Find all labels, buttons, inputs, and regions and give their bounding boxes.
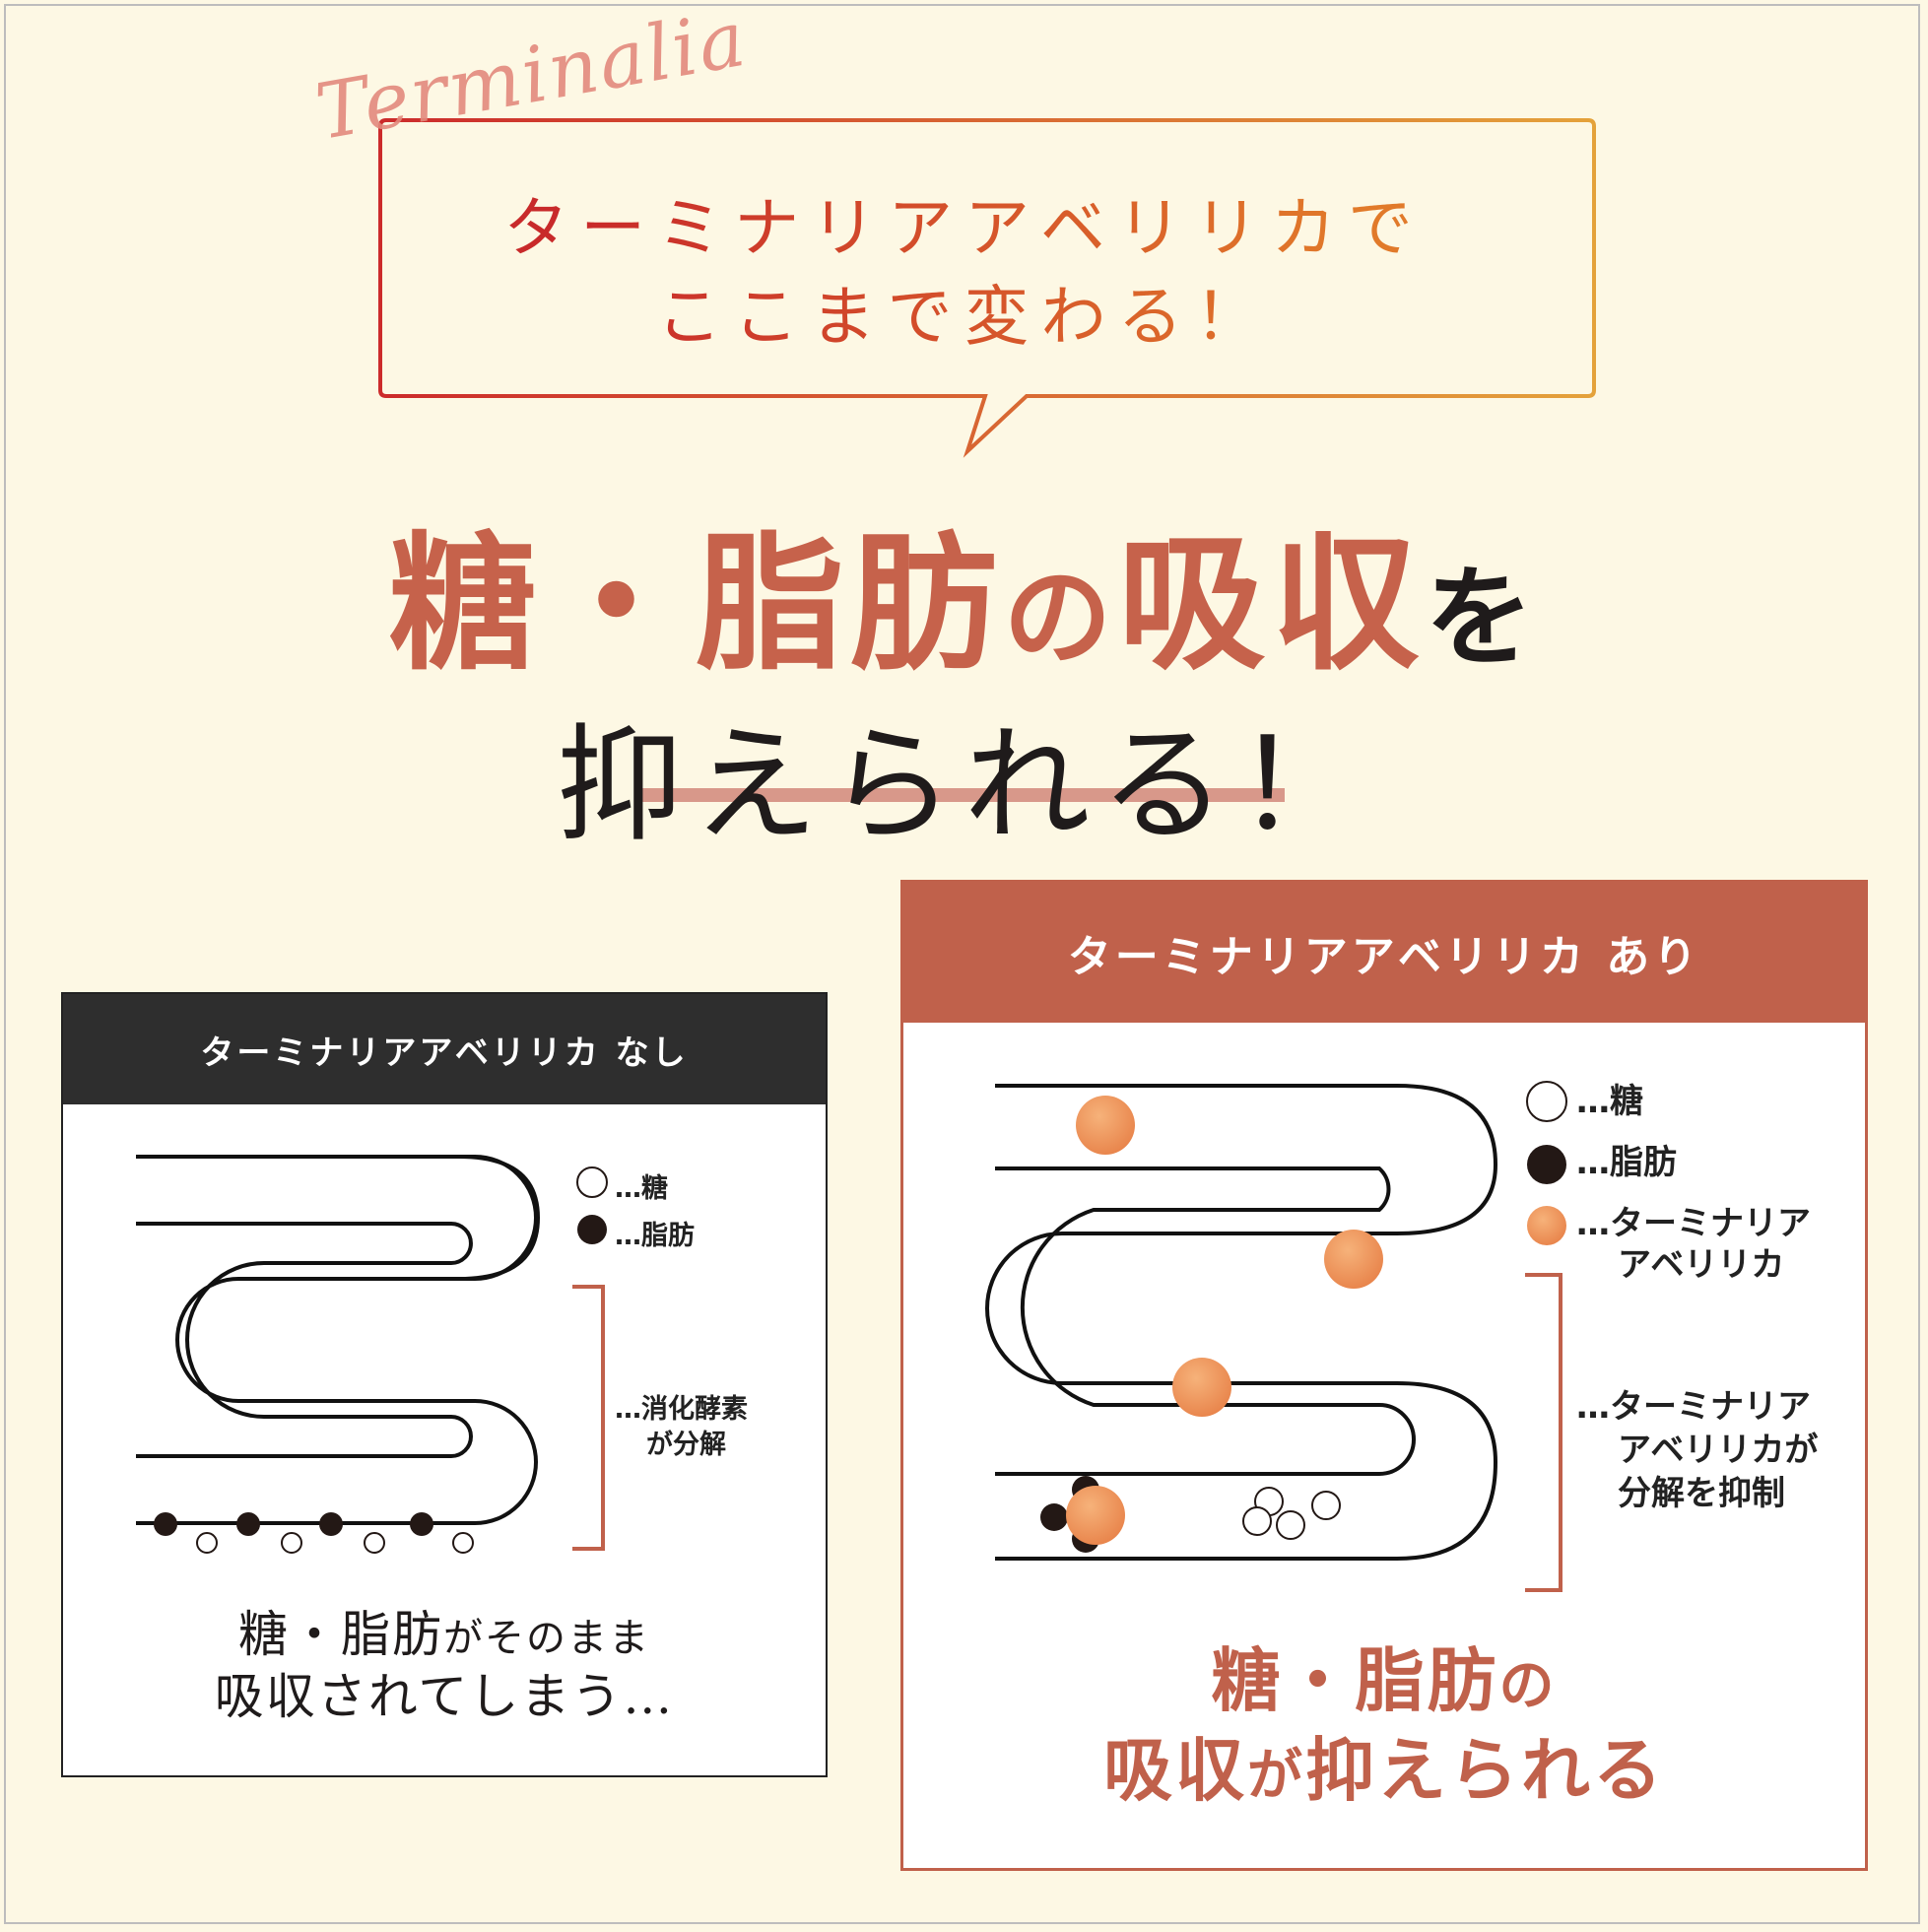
enzyme-bracket (572, 1285, 605, 1551)
caption-without-as-is: がそのまま (443, 1616, 650, 1661)
legend-terminalia-line-2: アベリリカ (1618, 1245, 1785, 1285)
legend-fat-with: …脂肪 (1576, 1143, 1677, 1182)
caption-without-absorbed: 吸収されてしまう… (214, 1667, 675, 1725)
legend-enzyme-line-2: が分解 (646, 1430, 726, 1460)
inhibit-bracket (1525, 1273, 1562, 1592)
terminalia-particles (1066, 1096, 1383, 1545)
legend-inhibit-line-2: アベリリカが (1618, 1431, 1819, 1470)
outer-frame (4, 4, 1920, 1924)
legend-inhibit-line-3: 分解を抑制 (1618, 1474, 1785, 1513)
headline-absorption: 吸収 (1117, 517, 1426, 691)
caption-with-suppressed: 抑えられる (1305, 1729, 1665, 1811)
caption-with: 糖・脂肪の 吸収が抑えられる (900, 1635, 1868, 1815)
headline-wo: を (1425, 554, 1540, 681)
headline-underline (636, 788, 1285, 802)
headline-line-2: 抑えられる！ (556, 712, 1372, 859)
headline-sugar-fat: 糖・脂肪 (388, 517, 1004, 691)
caption-with-absorption: 吸収 (1103, 1729, 1247, 1811)
sugar-particles-without (196, 1532, 474, 1554)
fat-legend-icon (577, 1215, 607, 1244)
headline-no: の (1003, 554, 1118, 681)
legend-inhibit-line-1: …ターミナリア (1576, 1387, 1811, 1427)
sugar-legend-icon (576, 1166, 608, 1198)
legend-terminalia-line-1: …ターミナリア (1576, 1204, 1811, 1243)
caption-without: 糖・脂肪がそのまま 吸収されてしまう… (61, 1604, 828, 1727)
panel-with: ターミナリアアベリリカ あり (900, 880, 1868, 1871)
legend-sugar-without: …糖 (615, 1173, 668, 1204)
speech-bubble (378, 118, 1596, 458)
fat-particles-without (154, 1512, 433, 1536)
panel-without-header: ターミナリアアベリリカ なし (63, 994, 826, 1104)
caption-without-sugar-fat: 糖・脂肪 (238, 1606, 443, 1663)
caption-with-sugar-fat: 糖・脂肪 (1211, 1639, 1499, 1721)
sugar-legend-icon-with (1526, 1081, 1567, 1122)
headline-line-1: 糖・脂肪の吸収を (0, 485, 1928, 699)
panel-with-header: ターミナリアアベリリカ あり (903, 883, 1865, 1023)
panel-without: ターミナリアアベリリカ なし (61, 992, 828, 1777)
fat-legend-icon-with (1527, 1145, 1566, 1184)
bubble-line-1: ターミナリアアベリリカで (0, 175, 1928, 270)
bubble-line-2: ここまで変わる！ (0, 264, 1928, 359)
legend-fat-without: …脂肪 (615, 1221, 695, 1251)
legend-sugar-with: …糖 (1576, 1082, 1643, 1121)
caption-with-ga: が (1247, 1743, 1305, 1808)
legend-enzyme-line-1: …消化酵素 (615, 1394, 748, 1425)
sugar-particles-with (1242, 1487, 1341, 1540)
caption-with-no: の (1498, 1653, 1558, 1718)
terminalia-legend-icon (1527, 1206, 1566, 1245)
